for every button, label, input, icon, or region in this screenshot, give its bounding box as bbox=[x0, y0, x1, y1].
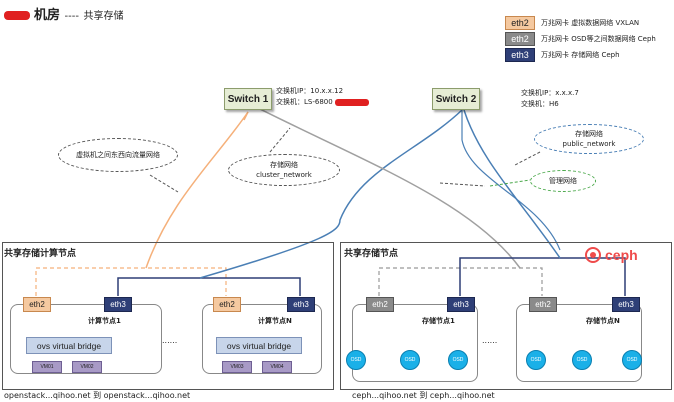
storage-caption: ceph...qihoo.net 到 ceph...qihoo.net bbox=[352, 391, 495, 400]
mgmt-network-bubble: 管理网络 bbox=[530, 170, 596, 192]
legend-swatch: eth2 bbox=[505, 32, 535, 46]
storage-node-n[interactable] bbox=[516, 304, 642, 382]
switch-2-info: 交换机IP：x.x.x.7 交换机：H6 bbox=[521, 88, 579, 110]
compute-eth3-bus bbox=[117, 277, 301, 296]
osd-disk: OSD bbox=[448, 350, 468, 370]
storage-node-n-eth2: eth2 bbox=[529, 297, 557, 312]
ceph-icon bbox=[585, 247, 601, 263]
bubble-subtitle: public_network bbox=[562, 140, 616, 148]
compute-node-1-eth2: eth2 bbox=[23, 297, 51, 312]
ellipsis: ...... bbox=[482, 336, 498, 345]
ip-label: 交换机IP： bbox=[521, 89, 556, 97]
osd-disk: OSD bbox=[400, 350, 420, 370]
title-subtitle: 共享存储 bbox=[83, 11, 124, 22]
ovs-bridge: ovs virtual bridge bbox=[26, 337, 112, 354]
bubble-text: 虚拟机之间东西向流量网络 bbox=[76, 151, 160, 159]
ip-label: 交换机IP： bbox=[276, 87, 311, 95]
storage-node-n-label: 存储节点N bbox=[586, 317, 620, 325]
storage-eth3-bus bbox=[459, 257, 626, 296]
compute-node-n-eth3: eth3 bbox=[287, 297, 315, 312]
compute-node-n-eth2: eth2 bbox=[213, 297, 241, 312]
ellipsis: ...... bbox=[162, 336, 178, 345]
storage-node-n-eth3: eth3 bbox=[612, 297, 640, 312]
storage-node-1-eth3: eth3 bbox=[447, 297, 475, 312]
vm-box: VM04 bbox=[262, 361, 292, 373]
vm-box: VM03 bbox=[222, 361, 252, 373]
compute-storage-link bbox=[199, 109, 463, 279]
legend-desc: 万兆网卡 存储网络 Ceph bbox=[541, 51, 620, 59]
public-network-bubble: 存储网络 public_network bbox=[534, 124, 644, 154]
storage-section-title: 共享存储节点 bbox=[344, 249, 399, 259]
switch-1[interactable]: Switch 1 bbox=[224, 88, 272, 110]
redacted-mark bbox=[4, 11, 30, 20]
compute-section-title: 共享存储计算节点 bbox=[4, 249, 77, 259]
title-suffix: ---- bbox=[64, 11, 79, 22]
vm-box: VM02 bbox=[72, 361, 102, 373]
model-value: H6 bbox=[549, 100, 559, 108]
vm-box: VM01 bbox=[32, 361, 62, 373]
switch-2[interactable]: Switch 2 bbox=[432, 88, 480, 110]
vm-traffic-bubble: 虚拟机之间东西向流量网络 bbox=[58, 138, 178, 172]
ovs-bridge: ovs virtual bridge bbox=[216, 337, 302, 354]
title-text: 机房 bbox=[34, 8, 61, 23]
model-label: 交换机： bbox=[521, 100, 549, 108]
bubble-title: 存储网络 bbox=[575, 130, 603, 138]
osd-disk: OSD bbox=[622, 350, 642, 370]
redacted-mark bbox=[334, 98, 369, 106]
diagram-title: 机房 ---- 共享存储 bbox=[4, 4, 124, 23]
bubble-title: 存储网络 bbox=[270, 161, 298, 169]
cluster-network-bubble: 存储网络 cluster_network bbox=[228, 154, 340, 186]
ip-value: 10.x.x.12 bbox=[310, 87, 344, 95]
compute-eth2-bus bbox=[35, 267, 227, 296]
compute-caption: openstack...qihoo.net 到 openstack...qiho… bbox=[4, 391, 191, 400]
model-value: LS-6800 bbox=[304, 98, 333, 106]
ceph-logo: ceph bbox=[584, 246, 638, 264]
legend-item-ceph-data: eth2 万兆网卡 OSD等之间数据网络 Ceph bbox=[505, 32, 656, 46]
storage-public-link bbox=[463, 109, 561, 259]
vxlan-link bbox=[145, 111, 249, 269]
osd-disk: OSD bbox=[346, 350, 366, 370]
ceph-logo-text: ceph bbox=[605, 247, 638, 263]
model-label: 交换机： bbox=[276, 98, 304, 106]
bubble-subtitle: cluster_network bbox=[256, 171, 312, 179]
storage-node-1[interactable] bbox=[352, 304, 478, 382]
storage-node-1-eth2: eth2 bbox=[366, 297, 394, 312]
legend-desc: 万兆网卡 虚拟数据网络 VXLAN bbox=[541, 19, 640, 27]
compute-section bbox=[2, 242, 334, 390]
legend-swatch: eth2 bbox=[505, 16, 535, 30]
legend-item-storage: eth3 万兆网卡 存储网络 Ceph bbox=[505, 48, 620, 62]
legend-item-vxlan: eth2 万兆网卡 虚拟数据网络 VXLAN bbox=[505, 16, 639, 30]
public-drop bbox=[461, 110, 561, 251]
storage-eth2-bus bbox=[378, 267, 543, 296]
storage-section bbox=[340, 242, 672, 390]
osd-disk: OSD bbox=[572, 350, 592, 370]
compute-node-1-label: 计算节点1 bbox=[88, 317, 121, 325]
compute-node-1-eth3: eth3 bbox=[104, 297, 132, 312]
compute-node-n-label: 计算节点N bbox=[258, 317, 292, 325]
storage-node-1-label: 存储节点1 bbox=[422, 317, 455, 325]
ip-value: x.x.x.7 bbox=[555, 89, 579, 97]
switch-1-info: 交换机IP：10.x.x.12 交换机：LS-6800 bbox=[276, 86, 369, 108]
legend-swatch: eth3 bbox=[505, 48, 535, 62]
bubble-text: 管理网络 bbox=[549, 177, 577, 185]
legend-desc: 万兆网卡 OSD等之间数据网络 Ceph bbox=[541, 35, 656, 43]
osd-disk: OSD bbox=[526, 350, 546, 370]
